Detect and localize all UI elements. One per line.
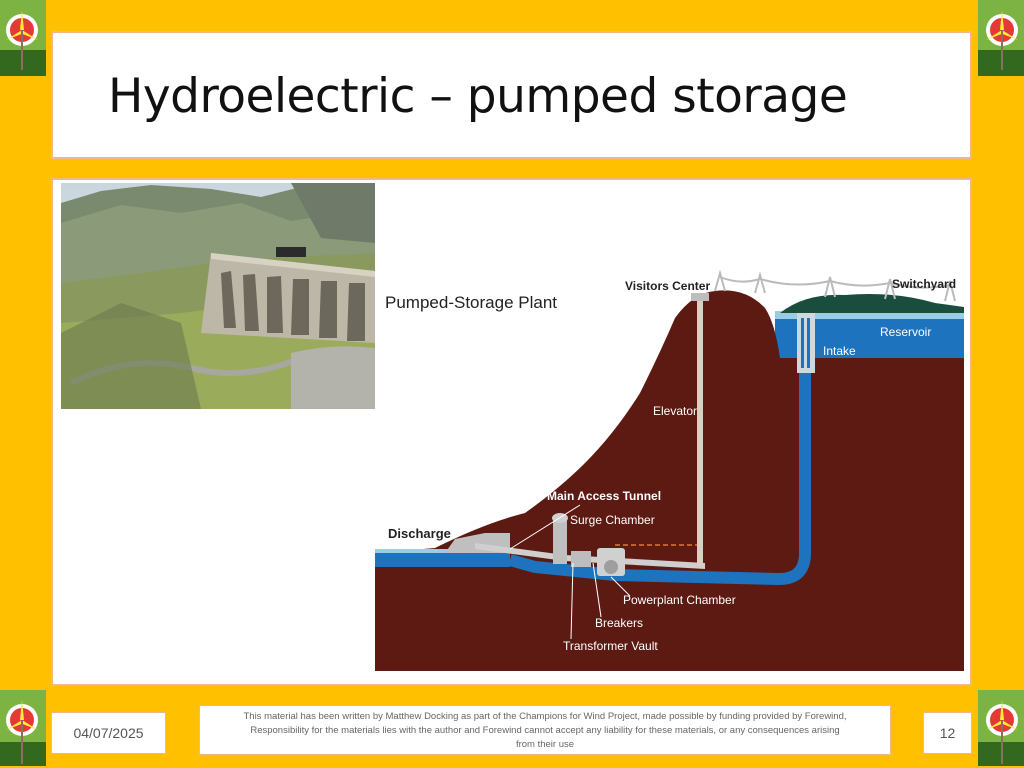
footer-disclaimer: This material has been written by Matthe… — [199, 705, 891, 755]
discharge-water — [375, 551, 510, 567]
title-placeholder: Hydroelectric – pumped storage — [51, 31, 972, 159]
label-powerplant-chamber: Powerplant Chamber — [623, 593, 736, 607]
footer-disclaimer-line-2: Responsibility for the materials lies wi… — [250, 725, 840, 736]
penstock-pipe — [508, 358, 811, 586]
label-discharge: Discharge — [388, 526, 451, 541]
footer-date: 04/07/2025 — [51, 712, 166, 754]
corner-logo-top-right — [978, 0, 1024, 76]
earth-cross-section — [375, 290, 964, 671]
corner-logo-bottom-right — [978, 690, 1024, 766]
footer-disclaimer-line-3: from their use — [515, 739, 575, 750]
label-reservoir: Reservoir — [880, 325, 931, 339]
corner-logo-top-left — [0, 0, 46, 76]
footer-disclaimer-line-1: This material has been written by Matthe… — [243, 711, 847, 722]
label-elevator: Elevator — [653, 404, 697, 418]
label-switchyard: Switchyard — [892, 277, 956, 291]
label-transformer-vault: Transformer Vault — [563, 639, 658, 653]
label-surge-chamber: Surge Chamber — [570, 513, 655, 527]
dam-photo — [61, 183, 375, 409]
label-main-access-tunnel: Main Access Tunnel — [547, 489, 661, 503]
corner-logo-bottom-left — [0, 690, 46, 766]
slide-title: Hydroelectric – pumped storage — [108, 69, 848, 124]
diagram-heading: Pumped-Storage Plant — [385, 293, 557, 312]
label-visitors-center: Visitors Center — [625, 279, 710, 293]
slide-number: 12 — [923, 712, 972, 754]
label-breakers: Breakers — [595, 616, 643, 630]
label-intake: Intake — [823, 344, 856, 358]
pumped-storage-diagram: Pumped-Storage Plant Visitors Center Swi… — [375, 263, 964, 671]
